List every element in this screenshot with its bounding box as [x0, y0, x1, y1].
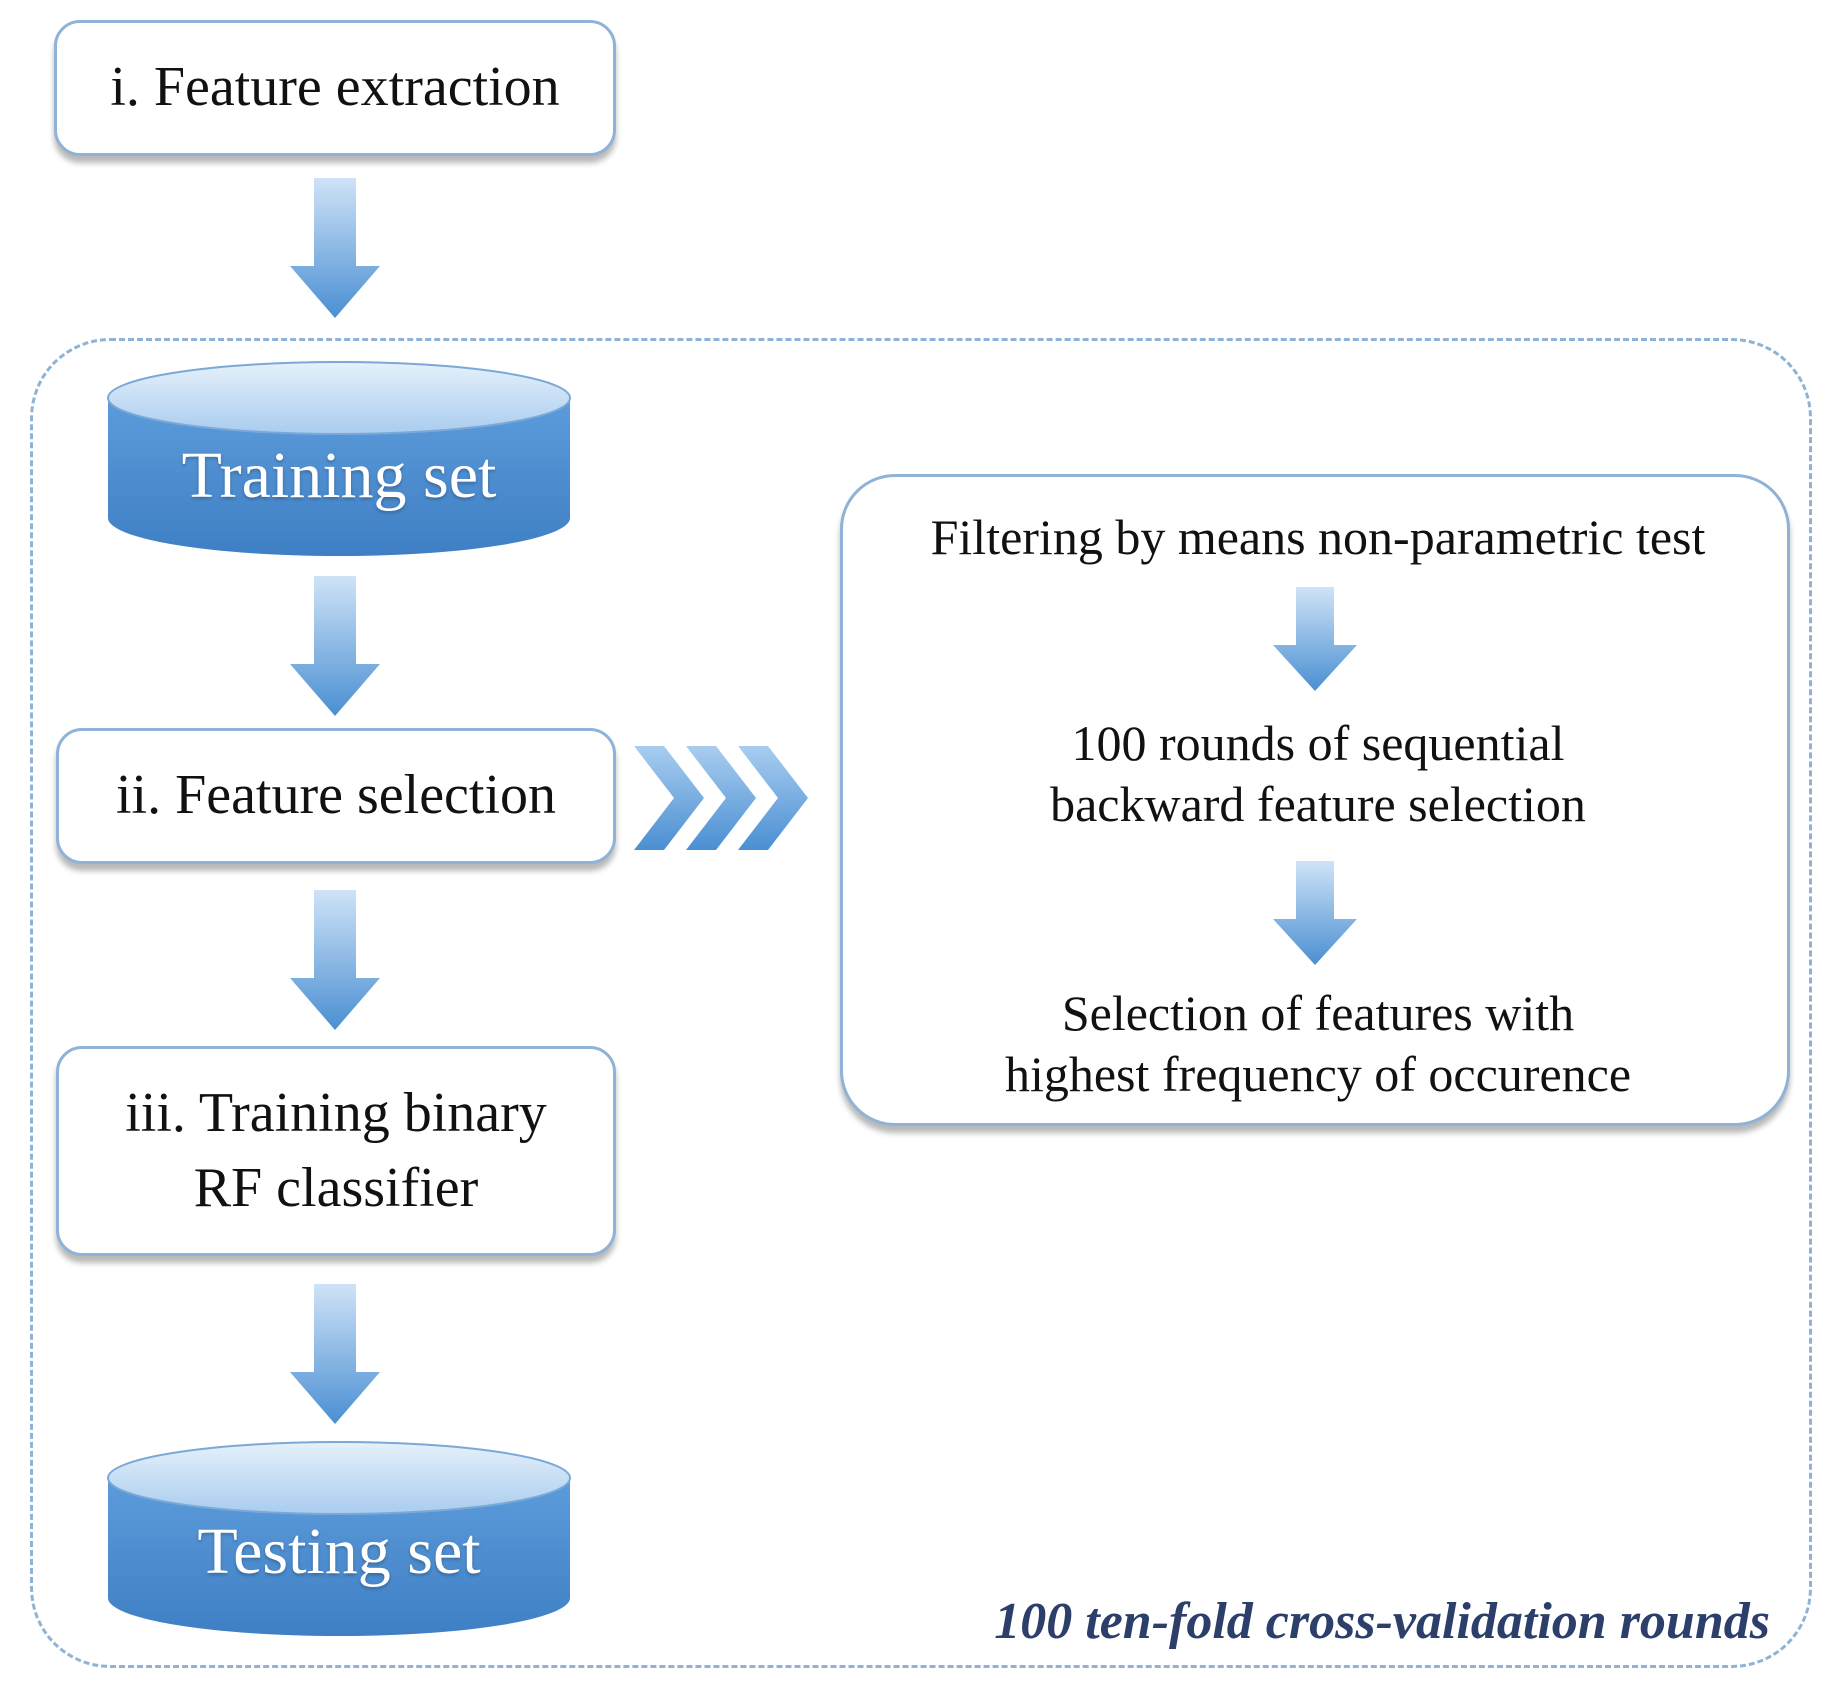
feature-selection-label: ii. Feature selection [115, 764, 557, 827]
expand-chevrons-icon [634, 746, 808, 850]
sequential-selection-line2: backward feature selection [1050, 776, 1586, 832]
training-classifier-label-line1: iii. Training binary [125, 1081, 547, 1144]
feature-selection-box: ii. Feature selection [56, 728, 616, 864]
testing-set-cylinder [107, 1441, 571, 1636]
down-arrow-icon [290, 1284, 380, 1424]
down-arrow-icon [290, 890, 380, 1030]
filtering-step-label: Filtering by means non-parametric test [930, 509, 1706, 565]
feature-extraction-box: i. Feature extraction [54, 20, 616, 156]
feature-selection-detail-box: Filtering by means non-parametric test 1… [840, 474, 1790, 1126]
training-set-label: Training set [181, 439, 497, 512]
training-classifier-box: iii. Training binary RF classifier [56, 1046, 616, 1256]
cross-validation-loop [30, 338, 1812, 1668]
sequential-selection-line1: 100 rounds of sequential [1071, 715, 1565, 771]
testing-set-label: Testing set [197, 1515, 481, 1588]
frequency-selection-line1: Selection of features with [1061, 985, 1575, 1041]
feature-extraction-label: i. Feature extraction [110, 56, 560, 119]
training-set-cylinder [107, 361, 571, 556]
frequency-selection-step: Selection of features with highest frequ… [843, 983, 1793, 1105]
down-arrow-icon [290, 178, 380, 318]
loop-caption: 100 ten-fold cross-validation rounds [994, 1593, 1770, 1650]
training-classifier-label-line2: RF classifier [193, 1157, 479, 1219]
down-arrow-icon [290, 576, 380, 716]
down-arrow-icon [1273, 861, 1357, 965]
sequential-selection-step: 100 rounds of sequential backward featur… [843, 713, 1793, 835]
down-arrow-icon [1273, 587, 1357, 691]
frequency-selection-line2: highest frequency of occurence [1004, 1046, 1632, 1102]
